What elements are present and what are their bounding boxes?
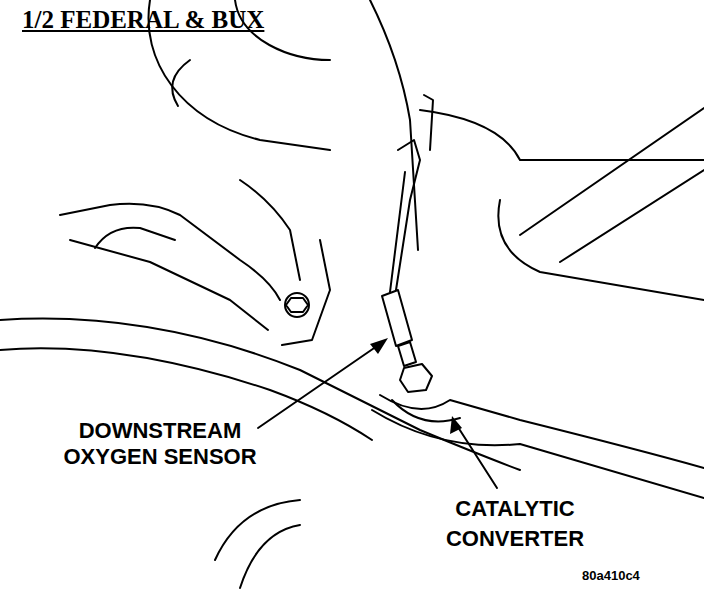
part-label: DOWNSTREAM OXYGEN SENSOR: [50, 418, 270, 470]
leader-line: [258, 344, 380, 428]
sensor-connector: [382, 290, 412, 346]
crossmember: [0, 319, 520, 470]
bolt: [285, 293, 309, 317]
bracket: [282, 240, 330, 345]
arrowhead: [450, 416, 462, 434]
housing-edge: [172, 60, 190, 106]
housing-edge: [370, 0, 418, 250]
converter-shell: [372, 410, 704, 498]
sensor-nut: [400, 364, 432, 392]
frame-rail: [498, 200, 704, 300]
mount-arm: [60, 204, 280, 300]
frame-rail: [420, 110, 704, 160]
sensor-wire: [424, 95, 433, 150]
frame-rail: [560, 170, 704, 262]
figure-title: 1/2 FEDERAL & BUX: [22, 6, 264, 34]
sensor-body: [398, 342, 416, 366]
mount-arm: [70, 240, 268, 330]
leader-line: [456, 424, 497, 488]
bracket: [240, 180, 300, 280]
arrowhead: [370, 338, 388, 354]
part-label: CATALYTIC CONVERTER: [400, 494, 630, 554]
converter-shell: [392, 400, 460, 421]
bolt-head: [286, 298, 308, 312]
mount-arm: [95, 228, 175, 248]
figure-code: 80a410c4: [582, 568, 640, 583]
body-panel: [240, 525, 300, 588]
sensor-wire: [390, 172, 405, 292]
frame-rail: [520, 108, 704, 235]
converter-shell: [380, 395, 704, 468]
